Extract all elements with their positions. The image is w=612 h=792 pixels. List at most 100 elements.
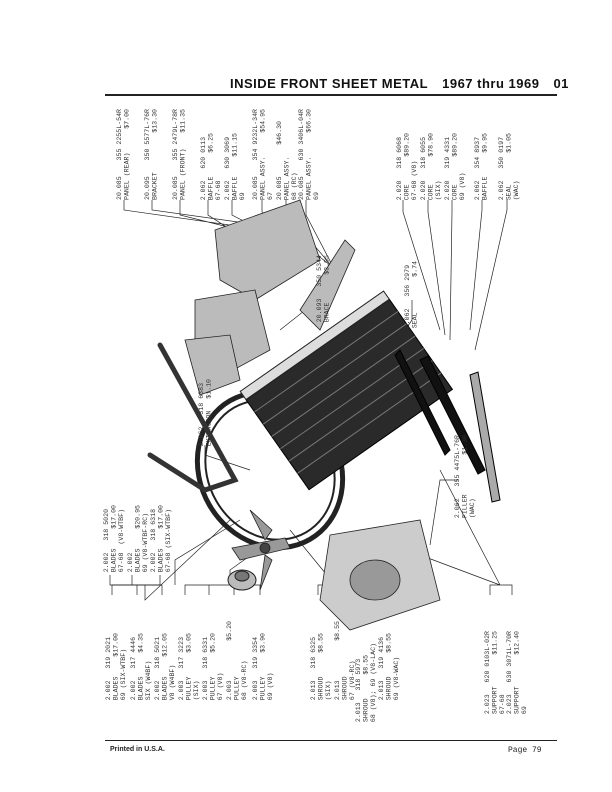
part-description: 67 (V8) xyxy=(217,672,225,700)
part-description: SHROUD $8.55 xyxy=(317,632,325,700)
part-number: 20.085 $46.30 xyxy=(276,120,283,200)
part-number: 20.085 355 2479L-78R xyxy=(172,108,179,200)
part-description: BLADES $12.05 xyxy=(161,632,169,700)
part-description: PANEL ASSY. xyxy=(283,156,291,200)
part-description: 69 (V8-WAC) xyxy=(393,656,401,700)
part-description: PULLEY $3.05 xyxy=(185,632,193,700)
part-number: 2.023 620 0103L-02R xyxy=(484,630,491,714)
part-description: SHROUD xyxy=(341,676,349,700)
part-description: PULLEY $3.90 xyxy=(259,632,267,700)
part-number: 2.002 318 5020 xyxy=(103,508,110,572)
part-number: 2.023 630 3071L-70R xyxy=(506,630,513,714)
radiator-core xyxy=(239,290,454,491)
part-number: 20.085 354 9232L-34R xyxy=(252,108,259,200)
printed-notice: Printed in U.S.A. xyxy=(110,746,165,753)
part-description: 67 xyxy=(267,192,275,200)
part-description: (WAC) xyxy=(469,498,477,518)
year-range: 1967 thru 1969 xyxy=(442,76,540,91)
part-number: 2.002 318 5021 xyxy=(154,636,161,700)
part-number: 2.020 318 6068 xyxy=(396,136,403,200)
part-description: CORE $89.20 xyxy=(403,132,411,200)
part-number: 20.085 355 2255L-54R xyxy=(116,108,123,200)
footer-rule xyxy=(105,740,557,741)
part-number: 2.020 319 4331 xyxy=(444,136,451,200)
part-description: PULLEY $5.20 xyxy=(209,632,217,700)
part-description: PANEL (REAR) $7.00 xyxy=(123,108,131,200)
part-description: 69 (V8) xyxy=(267,672,275,700)
part-number: 2.062 356 2979 xyxy=(404,264,411,328)
part-number: 2.002 xyxy=(127,552,134,572)
part-description: EXTENSION $1.10 xyxy=(205,378,213,446)
part-number: 2.020 318 6055 xyxy=(420,136,427,200)
part-number: 2.003 317 3223 xyxy=(178,636,185,700)
part-number: 2.002 318 6318 xyxy=(150,508,157,572)
section-number: 01 xyxy=(553,76,569,91)
part-description: BRACKET $13.30 xyxy=(151,108,159,200)
part-description: CORE $78.90 xyxy=(427,132,435,200)
part-description: CORE $89.20 xyxy=(451,132,459,200)
part-description: SUPPORT $11.25 xyxy=(491,630,499,714)
part-description: BAFFLE $11.15 xyxy=(231,132,239,200)
part-description: BLADES $4.35 xyxy=(137,632,145,700)
part-number: 2.003 $5.20 xyxy=(226,620,233,700)
part-description: PULLEY xyxy=(233,676,241,700)
part-number: 2.062 318 6383 xyxy=(198,382,205,446)
part-description: 69 xyxy=(313,192,321,200)
part-description: BLADES $17.00 xyxy=(157,504,165,572)
part-description: SHROUD $8.55 xyxy=(385,632,393,700)
part-number: 2.002 317 4446 xyxy=(130,636,137,700)
part-description: SEAL $.74 xyxy=(411,260,419,328)
part-number: 20.085 630 3406L-04R xyxy=(298,108,305,200)
part-description: SIX (W4BF) xyxy=(145,660,153,700)
part-description: BAFFLE $9.95 xyxy=(481,132,489,200)
part-number: 2.003 318 6331 xyxy=(202,636,209,700)
part-number: 2.062 350 0197 xyxy=(498,136,505,200)
part-description: 69 xyxy=(521,706,529,714)
part-description: PANEL ASSY. $66.30 xyxy=(305,108,313,200)
part-description: BLADES $17.00 xyxy=(110,504,118,572)
part-description: (SIX) xyxy=(435,180,443,200)
part-description: BAFFLE $6.25 xyxy=(207,132,215,200)
part-description: FILLER $1.30 xyxy=(461,434,469,518)
part-description: 69 (SIX-WTBF) xyxy=(120,648,128,700)
part-description: 69 xyxy=(239,192,247,200)
part-description: BLADES $17.00 xyxy=(112,632,120,700)
part-description: V8 (W4BF) xyxy=(169,664,177,700)
brace-rod xyxy=(147,342,239,493)
part-description: SEAL $1.05 xyxy=(505,132,513,200)
part-description: 67-68 xyxy=(215,180,223,200)
part-number: 2.013 318 6325 xyxy=(310,636,317,700)
part-description: (SIX) xyxy=(193,680,201,700)
pulley xyxy=(227,569,257,591)
part-description: (WAC) xyxy=(513,180,521,200)
part-description: PANEL ASSY. $54.95 xyxy=(259,108,267,200)
fan-blades xyxy=(231,509,291,591)
part-number: 2.013 318 5973 xyxy=(355,658,362,722)
part-description: SUPPORT $12.40 xyxy=(513,630,521,714)
